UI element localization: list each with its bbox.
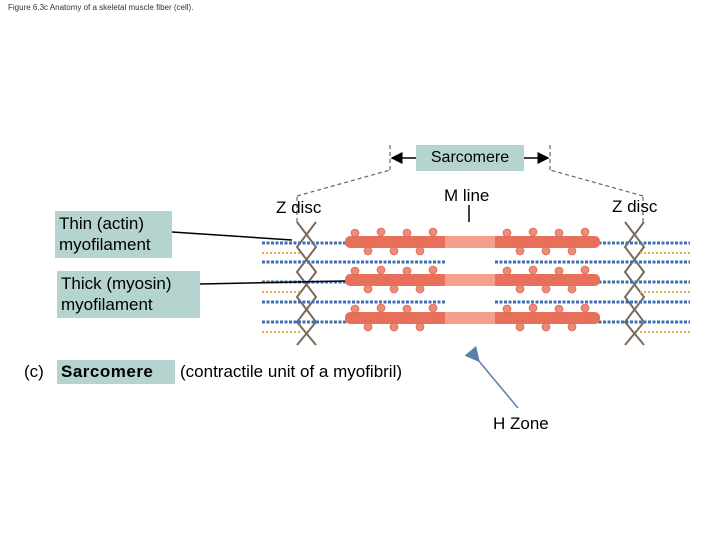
h-zone-arrow xyxy=(464,345,519,409)
z-disc-right-label: Z disc xyxy=(612,197,658,216)
myosin-filaments xyxy=(345,236,600,324)
thick-filament-leader xyxy=(199,280,346,285)
sarcomere-label-bottom: Sarcomere xyxy=(57,360,175,384)
z-disc-left-label: Z disc xyxy=(276,198,322,217)
sarcomere-description: (contractile unit of a myofibril) xyxy=(180,362,403,381)
m-line-label: M line xyxy=(444,186,490,205)
figure-caption: Figure 6.3c Anatomy of a skeletal muscle… xyxy=(8,3,194,12)
myosin-heads xyxy=(350,227,590,332)
thin-filament-leader xyxy=(171,231,293,241)
h-zone-label: H Zone xyxy=(493,414,549,433)
thin-filament-label: Thin (actin) myofilament xyxy=(55,211,172,258)
panel-letter: (c) xyxy=(24,362,44,381)
thick-filament-label: Thick (myosin) myofilament xyxy=(57,271,200,318)
sarcomere-label-top: Sarcomere xyxy=(416,145,524,171)
sarcomere-bracket xyxy=(296,142,644,222)
actin-filament-yellow xyxy=(262,252,690,333)
